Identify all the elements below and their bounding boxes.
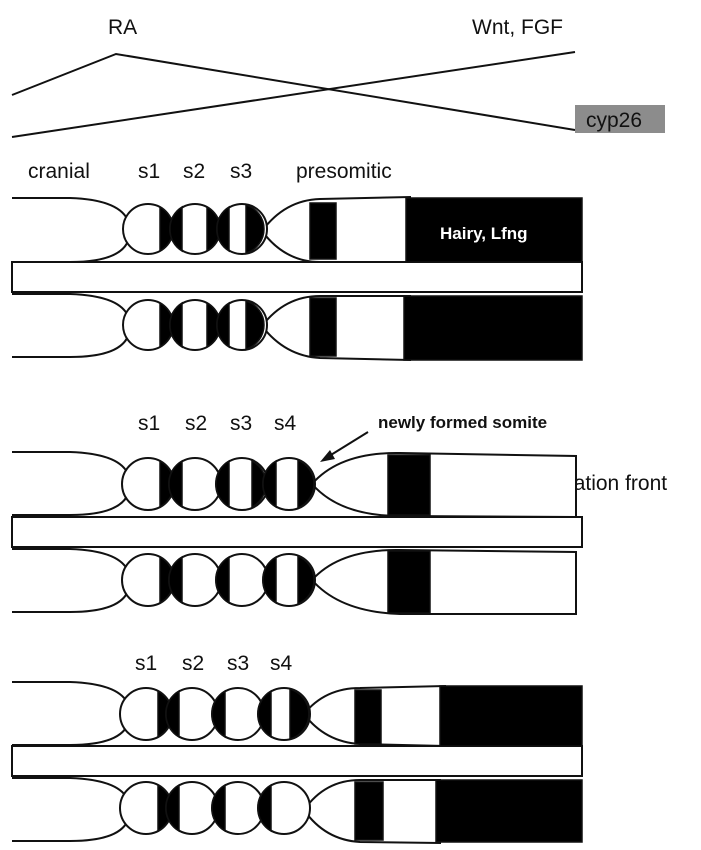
newly-formed-arrow <box>326 432 368 458</box>
s4-label: s4 <box>274 412 297 435</box>
top-row <box>12 452 576 517</box>
somite-s4-posterior <box>290 689 309 739</box>
neural-tube <box>12 517 582 547</box>
s1-label: s1 <box>138 412 160 435</box>
presomitic-stripe <box>310 203 336 259</box>
wnt-fgf-gradient-line <box>12 52 575 137</box>
hairy-lfng-block <box>440 686 582 746</box>
wnt-fgf-label: Wnt, FGF <box>472 16 563 39</box>
presomitic-stripe <box>355 782 383 840</box>
cranial-mesoderm <box>12 452 130 515</box>
s4-label: s4 <box>270 652 293 675</box>
somite-s4-anterior <box>263 557 276 603</box>
top-row <box>12 682 582 746</box>
hairy-lfng-label: Hairy, Lfng <box>440 224 528 243</box>
s1-label: s1 <box>138 160 160 183</box>
determination-stripe <box>388 551 430 613</box>
cranial-mesoderm <box>12 549 130 612</box>
somite-s4-anterior <box>258 785 271 831</box>
presomitic-mesoderm <box>312 453 576 517</box>
bottom-row <box>12 294 582 360</box>
somite-s2-anterior <box>170 207 182 251</box>
bottom-row <box>12 549 576 614</box>
presomitic-mesoderm <box>312 550 576 614</box>
newly-formed-somite-label: newly formed somite <box>378 413 547 432</box>
ra-label: RA <box>108 16 137 39</box>
somite-s4-anterior <box>263 461 276 507</box>
cranial-mesoderm <box>12 682 130 745</box>
somite-s4-posterior <box>298 556 314 604</box>
somite-s2-anterior <box>169 557 182 603</box>
somite-s3-anterior <box>217 207 229 251</box>
somite-s2-anterior <box>169 461 182 507</box>
somite-s4-anterior <box>258 691 271 737</box>
somite-s4-posterior <box>298 460 314 508</box>
s1-label: s1 <box>135 652 157 675</box>
hairy-lfng-block <box>404 296 582 360</box>
s2-label: s2 <box>183 160 205 183</box>
s3-label: s3 <box>230 412 252 435</box>
determination-stripe <box>388 455 430 515</box>
somite-s2-anterior <box>166 691 179 737</box>
top-row: Hairy, Lfng <box>12 197 582 262</box>
gradient-section: RA Wnt, FGF cyp26 <box>12 16 665 137</box>
panel-2: s1 s2 s3 s4 newly formed somite determin… <box>12 412 667 614</box>
neural-tube <box>12 746 582 776</box>
presomitic-stripe <box>355 690 381 744</box>
somite-s3-anterior <box>217 303 229 347</box>
s2-label: s2 <box>185 412 207 435</box>
somite-s3-anterior <box>212 785 225 831</box>
somite-s3-anterior <box>212 691 225 737</box>
bottom-row <box>12 778 582 843</box>
panel-1: cranial s1 s2 s3 presomitic Hairy, Lfng <box>12 160 582 360</box>
s3-label: s3 <box>227 652 249 675</box>
newly-formed-arrowhead <box>320 450 335 462</box>
somite-s2-anterior <box>166 785 179 831</box>
somite-s3-anterior <box>216 461 229 507</box>
somite-s2-anterior <box>170 303 182 347</box>
hairy-lfng-block <box>436 780 582 842</box>
cranial-mesoderm <box>12 294 130 357</box>
panel-3: s1 s2 s3 s4 <box>12 652 582 843</box>
cranial-mesoderm <box>12 778 130 841</box>
s3-label: s3 <box>230 160 252 183</box>
presomitic-label: presomitic <box>296 160 392 183</box>
neural-tube <box>12 262 582 292</box>
presomitic-stripe <box>310 298 336 356</box>
cyp26-label: cyp26 <box>586 109 642 132</box>
cranial-mesoderm <box>12 198 130 262</box>
somite-s3-anterior <box>216 557 229 603</box>
s2-label: s2 <box>182 652 204 675</box>
cranial-label: cranial <box>28 160 90 183</box>
